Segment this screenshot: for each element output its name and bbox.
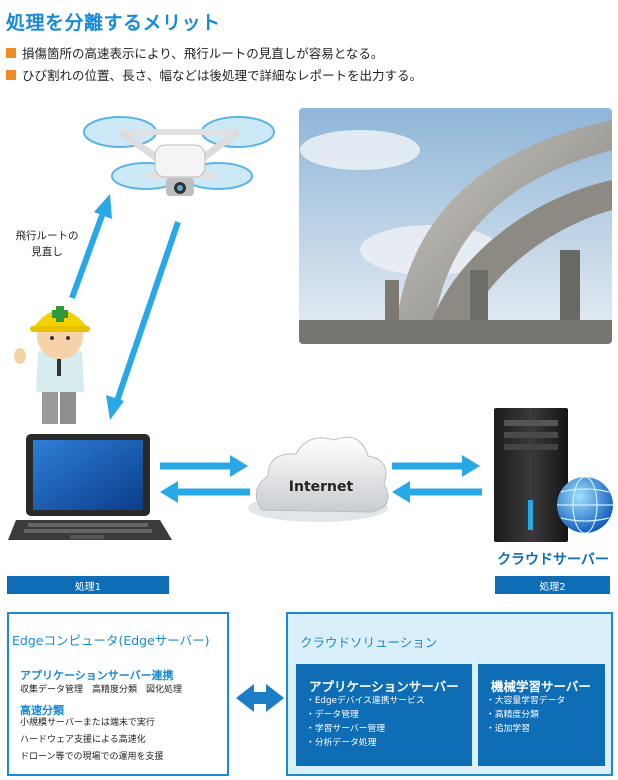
list-item: 追加学習	[486, 722, 565, 736]
bullet-item: 損傷箇所の高速表示により、飛行ルートの見直しが容易となる。	[6, 43, 383, 62]
download-arrow-left	[160, 481, 250, 503]
download-arrow-right	[392, 481, 482, 503]
list-item: 高精度分類	[486, 708, 565, 722]
server-tower-icon	[494, 408, 568, 542]
cloud-icon	[248, 436, 389, 522]
server-label: クラウドサーバー	[497, 552, 609, 568]
upload-arrow-right	[392, 455, 480, 477]
edge-subheading-fast-classification: 高速分類	[20, 704, 64, 717]
upload-arrow-left	[160, 455, 248, 477]
page-title: 処理を分離するメリット	[6, 12, 221, 34]
ml-server-list: 大容量学習データ 高精度分類 追加学習	[486, 694, 565, 736]
application-server-list: Edgeデバイス連携サービス データ管理 学習サーバー管理 分析データ処理	[306, 694, 425, 750]
globe-icon	[557, 476, 613, 534]
ml-server-title: 機械学習サーバー	[491, 679, 591, 694]
bullet-square-icon	[6, 69, 16, 80]
list-item: ハードウェア支援による高速化	[20, 735, 146, 745]
edge-line-features: 収集データ管理 高精度分類 図化処理	[20, 685, 183, 695]
route-note: 飛行ルートの 見直し	[15, 230, 79, 258]
cloud-label: Internet	[288, 479, 354, 495]
edge-subheading-app-server: アプリケーションサーバー連携	[20, 669, 174, 682]
worker-icon	[14, 306, 90, 424]
bullet-item: ひび割れの位置、長さ、幅などは後処理で詳細なレポートを出力する。	[6, 65, 422, 84]
edge-computer-box	[7, 612, 229, 776]
list-item: データ管理	[306, 708, 425, 722]
bridge-photo	[299, 108, 612, 344]
process-2-bar: 処理2	[495, 576, 610, 594]
flight-route-arrow-up	[69, 194, 112, 300]
edge-fast-list: 小規模サーバーまたは端末で実行 ハードウェア支援による高速化 ドローン等での現場…	[20, 715, 164, 766]
double-arrow-icon	[236, 684, 284, 712]
bullet-square-icon	[6, 47, 16, 58]
list-item: 分析データ処理	[306, 736, 425, 750]
list-item: Edgeデバイス連携サービス	[306, 694, 425, 708]
list-item: 学習サーバー管理	[306, 722, 425, 736]
drone-icon	[83, 116, 275, 196]
edge-box-title: Edgeコンピュータ(Edgeサーバー)	[12, 633, 210, 648]
laptop-icon	[8, 434, 172, 540]
list-item: ドローン等での現場での運用を支援	[20, 752, 164, 762]
cloud-solution-title: クラウドソリューション	[300, 635, 438, 650]
list-item: 大容量学習データ	[486, 694, 565, 708]
list-item: 小規模サーバーまたは端末で実行	[20, 718, 155, 728]
process-1-bar: 処理1	[7, 576, 169, 594]
data-arrow-down	[106, 221, 181, 420]
application-server-title: アプリケーションサーバー	[309, 679, 459, 694]
